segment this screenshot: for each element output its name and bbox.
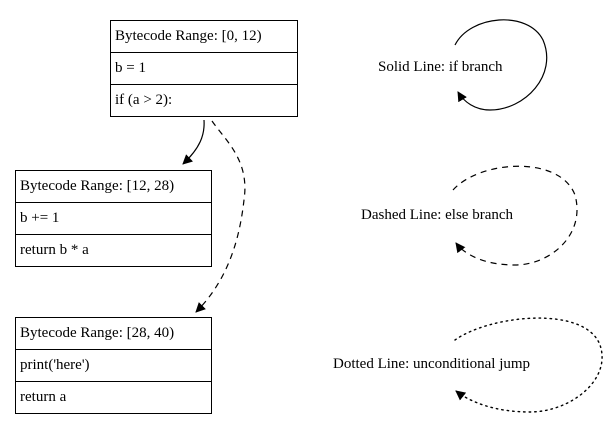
block-header: Bytecode Range: [12, 28): [20, 178, 175, 194]
block-0: Bytecode Range: [0, 12) b = 1 if (a > 2)…: [110, 20, 298, 117]
block-2: Bytecode Range: [28, 40) print('here') r…: [15, 317, 212, 414]
block-1: Bytecode Range: [12, 28) b += 1 return b…: [15, 170, 212, 267]
block-line: if (a > 2):: [111, 84, 297, 116]
block-line: b = 1: [111, 52, 297, 84]
edge-if-branch: [182, 119, 205, 165]
block-header: Bytecode Range: [0, 12): [115, 28, 262, 44]
block-line: print('here'): [16, 349, 211, 381]
block-line: return a: [16, 381, 211, 413]
block-line: return b * a: [16, 234, 211, 266]
legend-label-dotted: Dotted Line: unconditional jump: [333, 356, 531, 372]
legend-dotted-loop: [454, 317, 603, 413]
legend-label-dashed: Dashed Line: else branch: [361, 207, 514, 223]
block-header: Bytecode Range: [28, 40): [20, 325, 175, 341]
block-line: b += 1: [16, 202, 211, 234]
legend-solid-loop: [454, 19, 548, 111]
legend-label-solid: Solid Line: if branch: [378, 59, 503, 75]
edge-else-branch: [195, 120, 246, 313]
